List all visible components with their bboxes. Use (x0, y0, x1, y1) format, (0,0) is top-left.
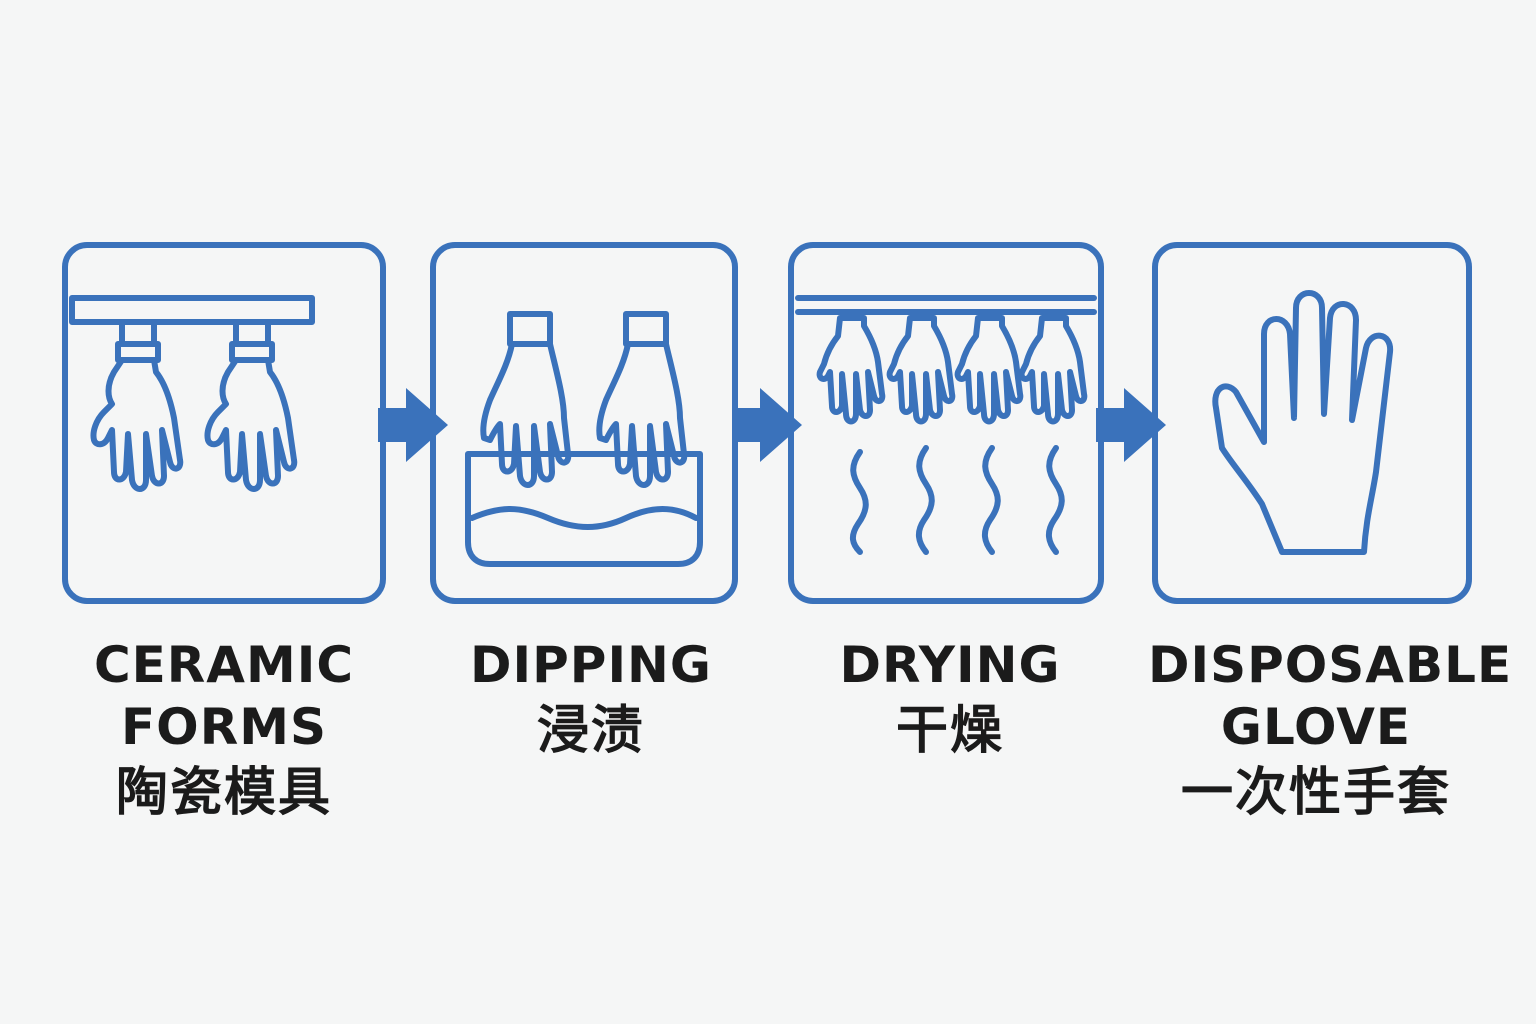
disposable-glove-icon (1152, 242, 1472, 604)
step-dipping-label: DIPPING 浸渍 (430, 634, 752, 766)
label-en: DIPPING (470, 636, 712, 694)
label-zh: 浸渍 (536, 701, 645, 761)
label-en: CERAMIC FORMS (93, 636, 355, 756)
ceramic-forms-icon (62, 242, 386, 604)
drying-icon (788, 242, 1104, 604)
step-ceramic-forms-box (62, 242, 386, 604)
label-zh: 陶瓷模具 (115, 763, 332, 823)
step-disposable-glove-box (1152, 242, 1472, 604)
step-drying-label: DRYING 干燥 (788, 634, 1112, 766)
arrow-right-icon (1096, 388, 1166, 462)
label-zh: 一次性手套 (1180, 763, 1451, 823)
step-disposable-glove-label: DISPOSABLE GLOVE 一次性手套 (1148, 634, 1513, 828)
dipping-icon (430, 242, 738, 604)
label-zh: 干燥 (895, 701, 1004, 761)
arrow-right-icon (378, 388, 448, 462)
step-dipping-box (430, 242, 738, 604)
step-ceramic-forms-label: CERAMIC FORMS 陶瓷模具 (62, 634, 386, 828)
step-drying-box (788, 242, 1104, 604)
arrow-right-icon (732, 388, 802, 462)
label-en: DRYING (839, 636, 1061, 694)
label-en: DISPOSABLE GLOVE (1148, 636, 1513, 756)
